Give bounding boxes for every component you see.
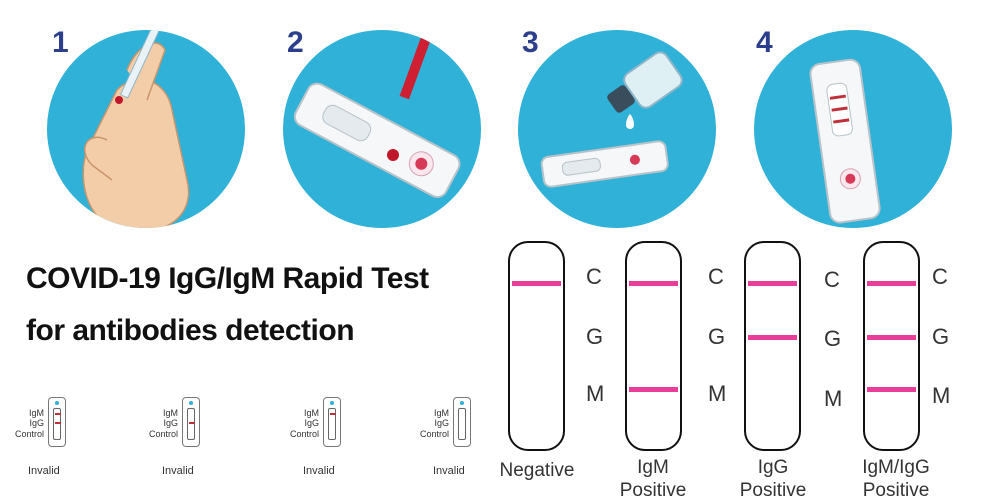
igm-band [330, 413, 336, 415]
invalid-label-control: Control [419, 429, 449, 439]
band-label-c: C [708, 264, 724, 289]
invalid-label-igm: IgM [433, 408, 449, 418]
band-label-g: G [708, 324, 726, 349]
control-band [748, 281, 797, 286]
caption-line: Negative [499, 460, 575, 481]
band-label-m: M [932, 383, 951, 408]
cassette-blood-icon [293, 30, 461, 198]
invalid-cassette [323, 397, 341, 447]
band-label-g: G [824, 326, 842, 351]
caption-line: IgM [637, 457, 669, 478]
band-label-g: G [586, 324, 604, 349]
finger-prick-icon [82, 30, 190, 228]
caption-line: Positive [862, 480, 930, 501]
sample-well [189, 401, 193, 405]
invalid-label-igm: IgM [303, 408, 319, 418]
band-label-g: G [932, 324, 950, 349]
page-title: COVID-19 IgG/IgM Rapid Test [26, 262, 429, 295]
result-caption-igm-igg-positive: IgM/IgG Positive [846, 456, 946, 502]
step-4-illustration [754, 30, 952, 228]
band-label-c: C [824, 267, 840, 292]
invalid-label-control: Control [289, 429, 319, 439]
invalid-caption: Invalid [28, 465, 60, 477]
result-caption-igm-positive: IgM Positive [604, 456, 702, 502]
step-number-4: 4 [756, 26, 773, 59]
igg-band [748, 335, 797, 340]
result-window [187, 408, 195, 440]
invalid-cassette [182, 397, 200, 447]
band-label-m: M [824, 386, 843, 411]
caption-line: Positive [619, 480, 687, 501]
invalid-label-igg: IgG [163, 418, 178, 428]
control-band [512, 281, 561, 286]
band-label-m: M [708, 381, 727, 406]
control-band [629, 281, 678, 286]
result-strip-igm-positive [625, 241, 682, 451]
step-number-2: 2 [287, 26, 304, 59]
sample-well [460, 401, 464, 405]
igm-band [867, 387, 916, 392]
igg-band [867, 335, 916, 340]
step-2-illustration [283, 30, 481, 228]
result-caption-igg-positive: IgG Positive [724, 456, 822, 502]
invalid-cassette [453, 397, 471, 447]
step-1-illustration [47, 30, 245, 228]
result-window [53, 408, 61, 440]
sample-well [330, 401, 334, 405]
igg-band [55, 422, 61, 424]
igm-band [55, 413, 61, 415]
sample-well [55, 401, 59, 405]
caption-line: IgM/IgG [862, 457, 930, 478]
invalid-label-igg: IgG [434, 418, 449, 428]
invalid-label-igm: IgM [28, 408, 44, 418]
invalid-cassette [48, 397, 66, 447]
igm-band [629, 387, 678, 392]
cassette-result-icon [809, 58, 881, 224]
result-caption-negative: Negative [488, 459, 586, 482]
band-label-c: C [586, 264, 602, 289]
invalid-label-control: Control [148, 429, 178, 439]
buffer-bottle-icon [540, 51, 683, 188]
invalid-label-igg: IgG [304, 418, 319, 428]
result-window [458, 408, 466, 440]
caption-line: Positive [739, 480, 807, 501]
invalid-label-igm: IgM [162, 408, 178, 418]
band-label-c: C [932, 264, 948, 289]
result-strip-igg-positive [744, 241, 801, 451]
invalid-label-control: Control [14, 429, 44, 439]
control-band [867, 281, 916, 286]
caption-line: IgG [757, 457, 789, 478]
invalid-caption: Invalid [433, 465, 465, 477]
result-strip-negative [508, 241, 565, 451]
result-window [328, 408, 336, 440]
invalid-caption: Invalid [162, 465, 194, 477]
step-3-illustration [518, 30, 716, 228]
invalid-caption: Invalid [303, 465, 335, 477]
igg-band [189, 422, 195, 424]
band-label-m: M [586, 381, 605, 406]
result-strip-igm-igg-positive [863, 241, 920, 451]
invalid-label-igg: IgG [29, 418, 44, 428]
page-subtitle: for antibodies detection [26, 314, 355, 347]
step-number-3: 3 [522, 26, 539, 59]
step-number-1: 1 [52, 26, 69, 59]
